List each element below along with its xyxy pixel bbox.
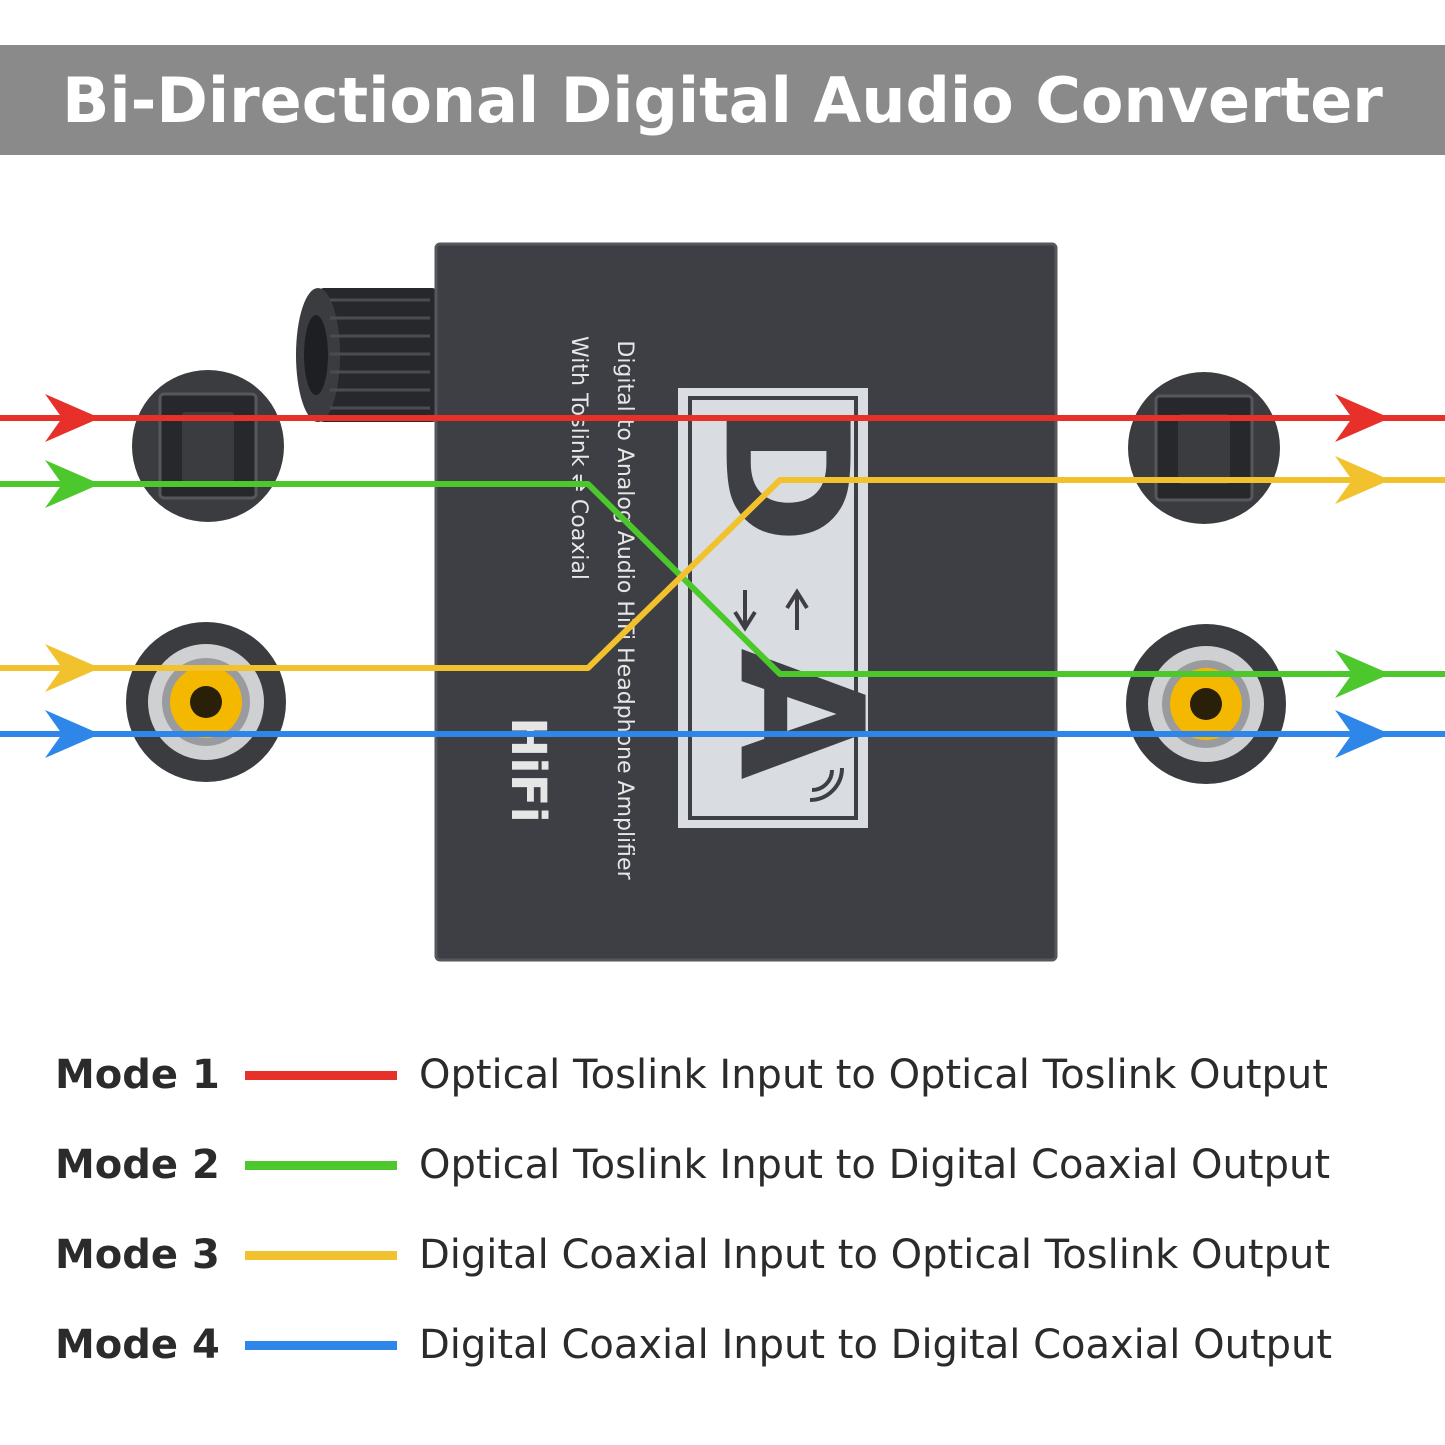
- mode2-output-arrow-icon: [1335, 650, 1390, 698]
- mode3-path: [0, 477, 1445, 671]
- mode2-input-arrow-icon: [45, 460, 100, 508]
- optical-input-port: [132, 370, 284, 522]
- legend-swatch: [245, 1070, 397, 1080]
- page-title: Bi-Directional Digital Audio Converter: [62, 63, 1383, 137]
- device-label-line1: Digital to Analog Audio HiFi Headphone A…: [612, 340, 637, 880]
- logo-letter-d: D: [686, 403, 884, 544]
- mode3-output-arrow-icon: [1335, 456, 1390, 504]
- mode4-input-arrow-icon: [45, 710, 100, 758]
- direction-arrows-icon: [733, 588, 809, 632]
- mode1-input-arrow-icon: [45, 394, 100, 442]
- legend-row-mode1: Mode 1 Optical Toslink Input to Optical …: [55, 1045, 1328, 1105]
- coaxial-output-port: [1126, 624, 1286, 784]
- legend-description: Digital Coaxial Input to Digital Coaxial…: [419, 1322, 1333, 1368]
- legend-swatch: [245, 1250, 397, 1260]
- legend-row-mode2: Mode 2 Optical Toslink Input to Digital …: [55, 1135, 1330, 1195]
- mode2-path: [0, 481, 1445, 677]
- title-bar: Bi-Directional Digital Audio Converter: [0, 45, 1445, 155]
- legend-row-mode4: Mode 4 Digital Coaxial Input to Digital …: [55, 1315, 1332, 1375]
- optical-output-port: [1128, 372, 1280, 524]
- mode3-input-arrow-icon: [45, 644, 100, 692]
- legend-description: Optical Toslink Input to Optical Toslink…: [419, 1052, 1328, 1098]
- da-logo: D A: [678, 388, 899, 828]
- legend-description: Digital Coaxial Input to Optical Toslink…: [419, 1232, 1330, 1278]
- converter-diagram: D A Digital to Analog Audio HiFi Headpho…: [0, 242, 1445, 962]
- volume-knob: [296, 288, 438, 422]
- arrowheads: [45, 394, 1390, 758]
- legend-mode-label: Mode 2: [55, 1142, 220, 1188]
- legend-mode-label: Mode 4: [55, 1322, 220, 1368]
- legend-swatch: [245, 1160, 397, 1170]
- legend-mode-label: Mode 3: [55, 1232, 220, 1278]
- mode4-output-arrow-icon: [1335, 710, 1390, 758]
- device-label-line2: With Toslink ⇌ Coaxial: [566, 336, 591, 580]
- sound-waves-icon: [809, 767, 844, 802]
- coaxial-input-port: [126, 622, 286, 782]
- legend-mode-label: Mode 1: [55, 1052, 220, 1098]
- legend-row-mode3: Mode 3 Digital Coaxial Input to Optical …: [55, 1225, 1330, 1285]
- legend-description: Optical Toslink Input to Digital Coaxial…: [419, 1142, 1330, 1188]
- legend-swatch: [245, 1340, 397, 1350]
- logo-letter-a: A: [701, 648, 899, 780]
- mode1-output-arrow-icon: [1335, 394, 1390, 442]
